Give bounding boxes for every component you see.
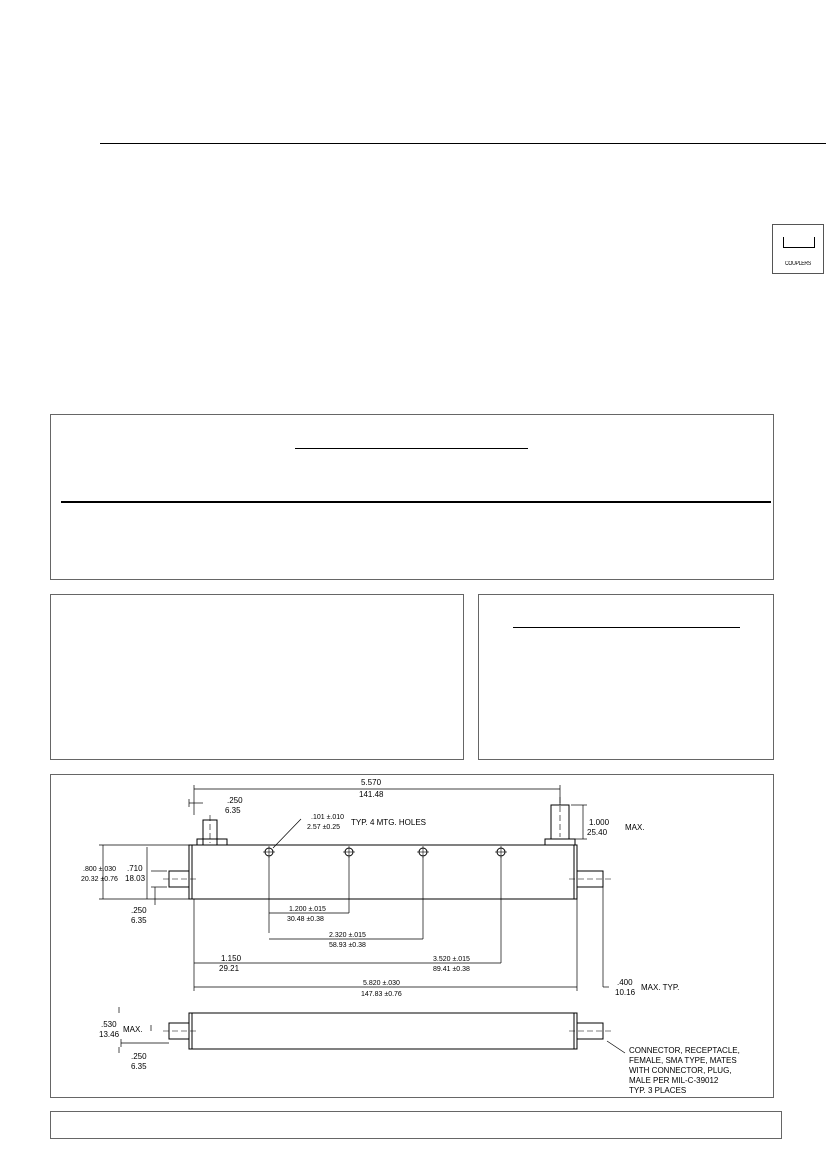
specifications-title-rule — [295, 448, 528, 449]
dim-overall-top-in: 5.570 — [361, 778, 382, 787]
connector-note-line: MALE PER MIL-C-39012 — [629, 1076, 719, 1085]
dim-conn-len-note: MAX. TYP. — [641, 983, 679, 992]
dim-hole3-mm: 89.41 ±0.38 — [433, 966, 470, 973]
connector-note-line: WITH CONNECTOR, PLUG, — [629, 1066, 732, 1075]
dim-hole2-in: 2.320 ±.015 — [329, 932, 366, 939]
hole-note: TYP. 4 MTG. HOLES — [351, 818, 426, 827]
dim-length-mm: 147.83 ±0.76 — [361, 991, 402, 998]
specifications-divider — [61, 501, 771, 503]
connector-note-line: FEMALE, SMA TYPE, MATES — [629, 1056, 737, 1065]
dim-hole-mm: 2.57 ±0.25 — [307, 824, 340, 831]
outline-drawing-panel: 5.570 141.48 .250 6.35 .101 ±.010 2.57 ±… — [50, 774, 774, 1098]
dim-left-mm: 29.21 — [219, 964, 240, 973]
dim-overall-top-mm: 141.48 — [359, 790, 384, 799]
dim-conn-height-note: MAX. — [625, 823, 645, 832]
footer-bar — [50, 1111, 782, 1139]
dim-body-height-in: .800 ±.030 — [83, 866, 116, 873]
dim-hole1-mm: 30.48 ±0.38 — [287, 916, 324, 923]
connector-note-line: TYP. 3 PLACES — [629, 1086, 686, 1095]
coupler-body-side — [188, 1012, 578, 1050]
dim-width-in: .530 — [101, 1020, 117, 1029]
dim-bottom-mm: 6.35 — [131, 1062, 147, 1071]
dim-width-mm: 13.46 — [99, 1030, 120, 1039]
info-panel-right-title-rule — [513, 627, 740, 628]
header-rule — [100, 143, 826, 144]
outline-drawing: 5.570 141.48 .250 6.35 .101 ±.010 2.57 ±… — [81, 778, 740, 1095]
dim-hole1-in: 1.200 ±.015 — [289, 906, 326, 913]
connector-top-left — [202, 819, 218, 846]
dim-side-in: .250 — [131, 906, 147, 915]
connector-note-line: CONNECTOR, RECEPTACLE, — [629, 1046, 740, 1055]
specifications-panel — [50, 414, 774, 580]
dim-conn-height-in: 1.000 — [589, 818, 610, 827]
info-panel-right — [478, 594, 774, 760]
dim-bottom-in: .250 — [131, 1052, 147, 1061]
dim-left-in: 1.150 — [221, 954, 242, 963]
category-label: COUPLERS — [784, 261, 812, 267]
dim-conn-len-in: .400 — [617, 978, 633, 987]
coupler-icon — [783, 237, 815, 248]
dim-flange-mm: 6.35 — [225, 806, 241, 815]
category-badge: COUPLERS — [772, 224, 824, 274]
dim-inner-height-in: .710 — [127, 864, 143, 873]
dim-side-mm: 6.35 — [131, 916, 147, 925]
info-panel-left — [50, 594, 464, 760]
coupler-body-top — [188, 844, 578, 900]
dim-body-height-mm: 20.32 ±0.76 — [81, 876, 118, 883]
dim-width-note: MAX. — [123, 1025, 143, 1034]
dim-hole2-mm: 58.93 ±0.38 — [329, 942, 366, 949]
dim-hole-in: .101 ±.010 — [311, 814, 344, 821]
dim-flange-in: .250 — [227, 796, 243, 805]
dim-conn-len-mm: 10.16 — [615, 988, 636, 997]
dim-hole3-in: 3.520 ±.015 — [433, 956, 470, 963]
connector-side-right — [576, 1022, 604, 1040]
connector-right — [576, 870, 604, 888]
dim-conn-height-mm: 25.40 — [587, 828, 608, 837]
dim-length-in: 5.820 ±.030 — [363, 980, 400, 987]
dim-inner-height-mm: 18.03 — [125, 874, 146, 883]
